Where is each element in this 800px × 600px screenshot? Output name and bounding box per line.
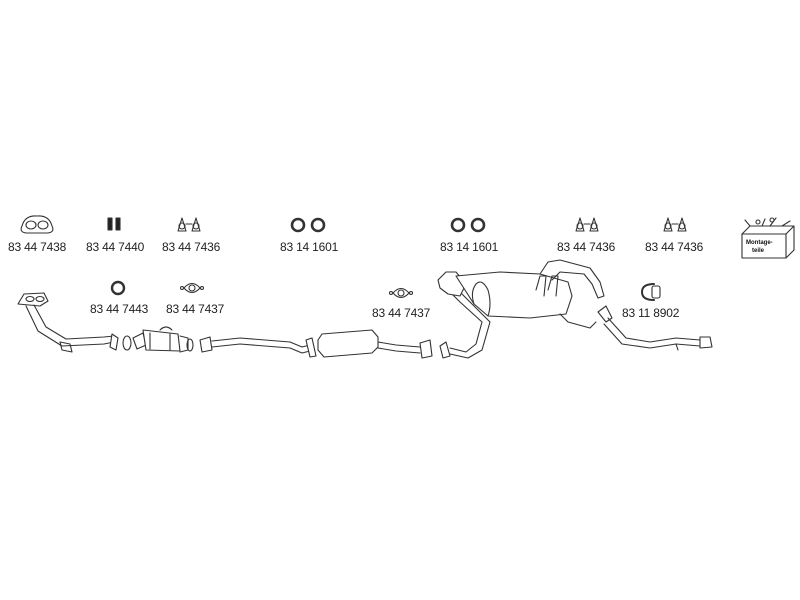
centre-silencer [317,329,433,359]
oval-gasket-icon [179,282,205,294]
part-number-oval-gasket-2: 83 44 7437 [372,306,431,320]
part-number-hanger-3: 83 44 7436 [645,240,704,254]
part-number-hanger-1: 83 44 7436 [162,240,221,254]
front-pipe [17,292,119,353]
part-number-hanger-2: 83 44 7436 [557,240,616,254]
part-number-rubber-mount: 83 44 7440 [86,240,145,254]
clamp-icon [641,283,661,301]
hanger-bracket-icon [663,217,687,232]
ring-pair-icon [450,217,486,233]
oval-gasket-icon [388,287,414,299]
mounting-kit-box-icon: Montage- teile [741,217,795,259]
tail-pipe [597,305,713,351]
part-number-flange-gasket: 83 44 7438 [8,240,67,254]
intermediate-pipe [199,336,317,358]
part-number-oval-gasket-1: 83 44 7437 [166,302,225,316]
rubber-mount-pair-icon [107,217,121,231]
rear-pipe-and-silencer [437,259,605,359]
part-number-ring-pair-1: 83 14 1601 [280,240,339,254]
mounting-kit-label-2: teile [752,248,765,254]
ring-icon [110,280,126,296]
flange-gasket-icon [20,215,54,234]
hanger-bracket-icon [177,217,201,232]
hanger-bracket-icon [575,217,599,232]
catalytic-converter [122,326,194,353]
part-number-ring: 83 44 7443 [90,302,149,316]
mounting-kit-label-1: Montage- [746,240,773,246]
ring-pair-icon [290,217,326,233]
part-number-ring-pair-2: 83 14 1601 [440,240,499,254]
part-number-clamp: 83 11 8902 [622,306,680,320]
